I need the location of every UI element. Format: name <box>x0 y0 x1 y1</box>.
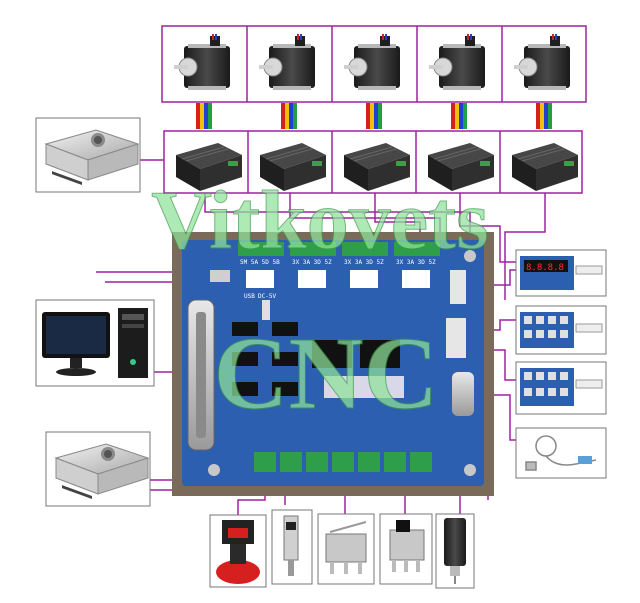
power-supply-bottom <box>45 431 151 507</box>
right-headers <box>446 270 474 416</box>
motor-cables <box>196 103 552 129</box>
svg-text:8.8.8.8: 8.8.8.8 <box>526 263 564 273</box>
computer-icon <box>42 308 148 378</box>
usb-label: USB <box>244 293 255 300</box>
color-cable-icon <box>366 103 382 129</box>
stepper-motor-icon <box>428 33 486 91</box>
limit-switch <box>271 509 313 585</box>
micro-switch-2 <box>379 513 433 585</box>
db25-connector <box>187 299 215 451</box>
color-cable-icon <box>196 103 212 129</box>
breakout-board: 5M 5A 5D 5B 3X 3A 3D 5Z 3X 3A 3D 5Z 3X 3… <box>172 232 494 496</box>
sensor-probe-icon <box>525 435 597 471</box>
axis-label: 5M 5A 5D 5B <box>240 259 280 266</box>
display-module: 8.8.8.8 <box>515 249 607 297</box>
emergency-stop <box>209 514 267 588</box>
axis-label: 3X 3A 3D 5Z <box>292 259 332 266</box>
stepper-motor-icon <box>173 33 231 91</box>
color-cable-icon <box>536 103 552 129</box>
usb-port <box>210 270 230 282</box>
stepper-motor-icon <box>513 33 571 91</box>
limit-switch-icon <box>283 515 299 576</box>
stepper-motor-icon <box>343 33 401 91</box>
keypad-module-2 <box>515 361 607 415</box>
relay <box>324 376 404 398</box>
bottom-terminals <box>254 452 432 472</box>
keypad-module-1 <box>515 305 607 355</box>
axis-label: 3X 3A 3D 5Z <box>396 259 436 266</box>
axis-label: 3X 3A 3D 5Z <box>344 259 384 266</box>
watermark-line-2: CNC <box>213 316 438 431</box>
color-cable-icon <box>281 103 297 129</box>
top-terminals <box>238 242 440 256</box>
stepper-motors <box>173 33 571 91</box>
display-module-icon: 8.8.8.8 <box>520 256 603 290</box>
stepper-driver-icon <box>511 142 579 192</box>
keypad-module-icon <box>520 312 603 348</box>
micro-switch-icon <box>325 521 367 574</box>
watermark: Vitkovets CNC <box>151 174 490 432</box>
watermark-line-1: Vitkovets <box>151 174 489 267</box>
emergency-stop-icon <box>216 520 260 584</box>
power-supply-top <box>35 117 141 193</box>
micro-switch-1 <box>317 513 375 585</box>
keypad-module-icon <box>520 368 603 406</box>
spindle-motor-icon <box>444 518 466 584</box>
spindle-motor <box>435 513 475 589</box>
sensor-probe <box>515 427 607 479</box>
color-cable-icon <box>451 103 467 129</box>
stepper-motor-icon <box>258 33 316 91</box>
computer <box>35 299 155 387</box>
micro-switch-icon <box>389 520 425 572</box>
dc-label: DC-5V <box>258 293 276 300</box>
